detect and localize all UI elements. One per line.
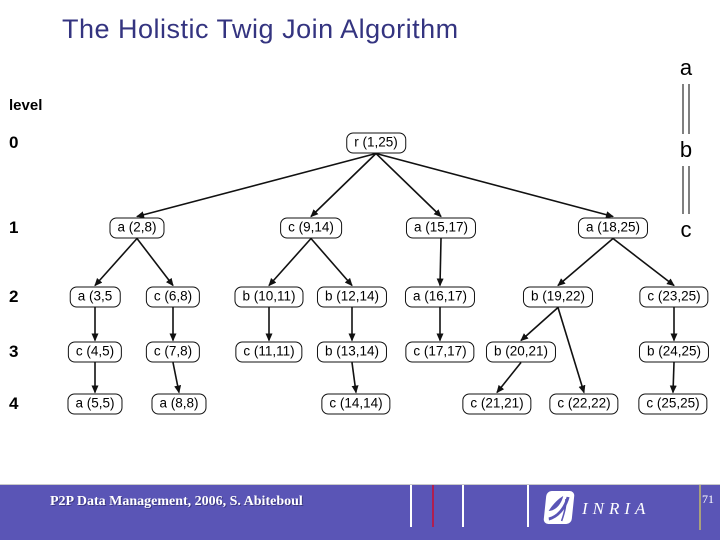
tree-edge-a18-c23	[612, 237, 675, 287]
query-twig-node-b: b	[679, 137, 693, 162]
level-digit-1: 1	[9, 218, 19, 237]
tree-edge-r1-a2	[136, 152, 377, 219]
tree-edge-a2-c6	[136, 238, 174, 287]
tree-node-c22: c (22,22)	[549, 393, 619, 415]
tree-node-b20: b (20,21)	[485, 341, 557, 363]
query-twig-node-c: c	[680, 217, 692, 242]
tree-node-c11: c (11,11)	[235, 341, 303, 363]
footer-separator-line	[527, 485, 529, 527]
tree-node-a8: a (8,8)	[151, 393, 207, 415]
footer-separator-line	[410, 485, 412, 527]
tree-node-b12: b (12,14)	[316, 286, 388, 308]
tree-node-c6: c (6,8)	[145, 286, 201, 308]
tree-node-b10: b (10,11)	[234, 286, 304, 308]
tree-node-c17: c (17,17)	[405, 341, 475, 363]
tree-node-b19: b (19,22)	[522, 286, 594, 308]
tree-node-a2: a (2,8)	[109, 217, 165, 239]
tree-node-a16: a (16,17)	[404, 286, 476, 308]
tree-node-b24: b (24,25)	[638, 341, 710, 363]
tree-node-c25: c (25,25)	[638, 393, 708, 415]
tree-node-c4: c (4,5)	[67, 341, 123, 363]
footer-separator-line-tan	[699, 485, 701, 530]
inria-wordmark: INRIA	[582, 499, 651, 518]
tree-edge-a18-b19	[557, 237, 614, 287]
tree-node-c9: c (9,14)	[280, 217, 342, 239]
tree-node-c7: c (7,8)	[145, 341, 201, 363]
tree-edge-b13-c14	[351, 362, 359, 394]
tree-edge-r1-c9	[310, 152, 377, 218]
level-digit-0: 0	[9, 133, 19, 152]
query-twig-double-edge	[682, 166, 690, 214]
tree-node-a5: a (5,5)	[67, 393, 123, 415]
page-number: 71	[702, 492, 714, 506]
tree-node-c23: c (23,25)	[639, 286, 709, 308]
tree-node-r1: r (1,25)	[346, 132, 406, 154]
footer-bar: P2P Data Management, 2006, S. Abiteboul …	[0, 484, 720, 540]
query-twig-double-edge	[682, 84, 690, 134]
tree-node-c21: c (21,21)	[462, 393, 532, 415]
level-digit-3: 3	[9, 342, 19, 361]
query-twig-node-a: a	[679, 55, 693, 80]
tree-edge-c9-b10	[268, 237, 312, 287]
inria-logo-icon	[543, 491, 575, 524]
footer-separator-line	[462, 485, 464, 527]
tree-edge-c7-a8	[172, 362, 182, 394]
tree-edge-b20-c21	[496, 362, 522, 394]
tree-edge-r1-a15	[375, 152, 442, 218]
tree-edge-b19-b20	[520, 306, 559, 342]
footer-citation: P2P Data Management, 2006, S. Abiteboul	[50, 494, 303, 509]
tree-edge-a2-a3	[94, 237, 138, 287]
tree-edge-b19-c22	[557, 307, 586, 394]
tree-node-b13: b (13,14)	[316, 341, 388, 363]
level-axis-label: level	[9, 97, 43, 114]
footer-separator-line-crimson	[432, 485, 434, 527]
tree-edge-b24-c25	[669, 362, 677, 394]
level-digit-2: 2	[9, 287, 19, 306]
tree-node-a3: a (3,5	[69, 286, 121, 308]
level-digit-4: 4	[9, 394, 19, 413]
tree-node-c14: c (14,14)	[321, 393, 391, 415]
tree-edge-r1-a18	[375, 152, 614, 219]
tree-node-a15: a (15,17)	[405, 217, 477, 239]
tree-node-a18: a (18,25)	[577, 217, 649, 239]
slide-title: The Holistic Twig Join Algorithm	[62, 14, 459, 44]
tree-edge-a15-a16	[436, 238, 444, 287]
tree-edge-c9-b12	[310, 237, 353, 287]
